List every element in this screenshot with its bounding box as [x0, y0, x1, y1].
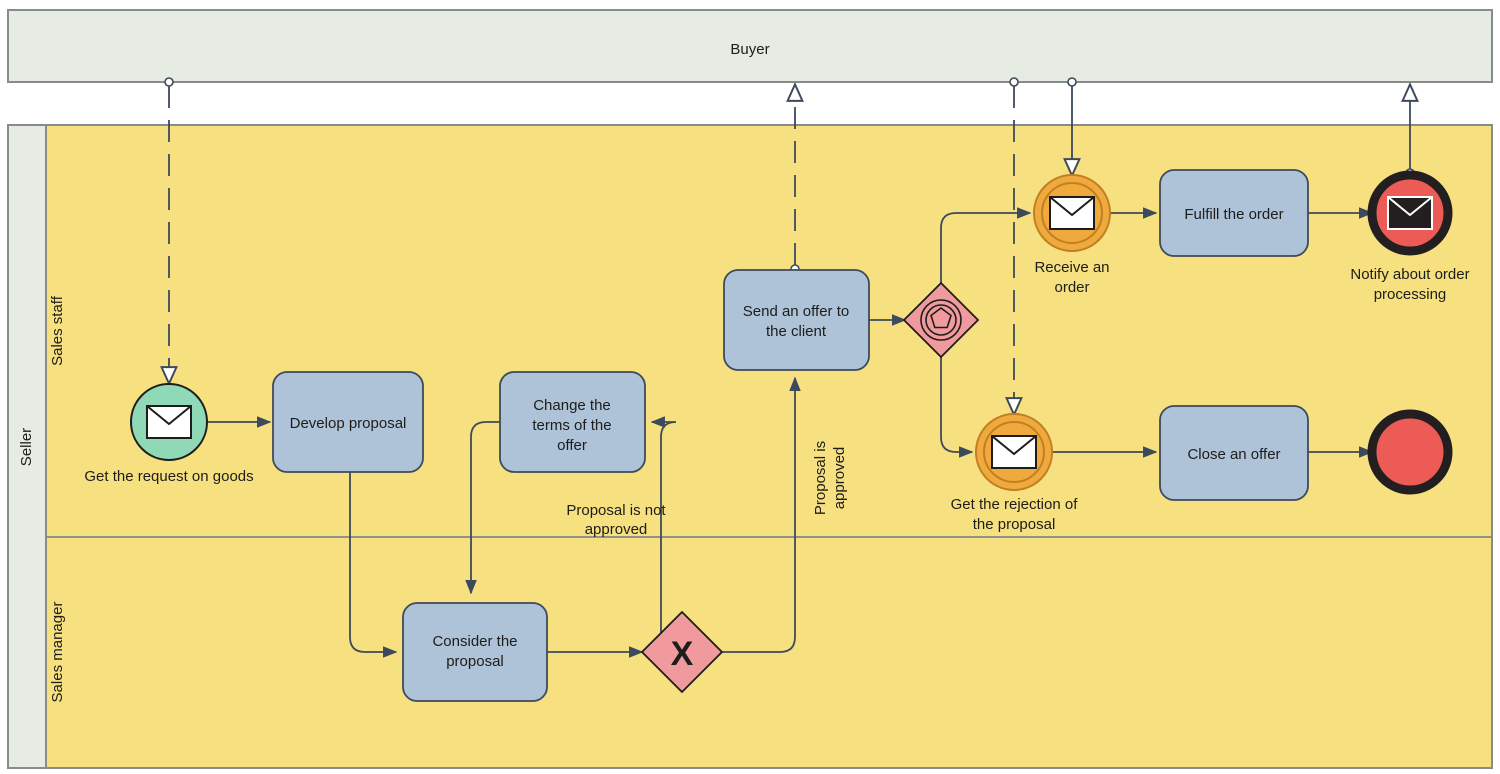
exclusive-x-icon: X [671, 635, 694, 673]
event-end-terminate[interactable] [1367, 409, 1453, 495]
flow-event-gateway-to-receive-order[interactable] [940, 207, 1032, 283]
sequence-flows [207, 207, 1374, 658]
task-label: Develop proposal [290, 415, 407, 432]
event-label-line-2: order [1054, 279, 1089, 296]
message-flow-order-from-buyer[interactable] [1068, 77, 1076, 174]
pool-buyer[interactable]: Buyer [7, 9, 1493, 83]
task-label-line-2: proposal [446, 653, 504, 670]
task-fulfill-order[interactable]: Fulfill the order [1159, 169, 1309, 257]
flow-label-line-2: approved [585, 521, 648, 538]
task-label-line-3: offer [557, 437, 587, 454]
event-label-line-1: Get the rejection of [951, 496, 1079, 513]
event-start-get-request[interactable]: Get the request on goods [84, 383, 254, 485]
task-close-offer[interactable]: Close an offer [1159, 405, 1309, 501]
lane-sales-manager-label: Sales manager [49, 602, 66, 703]
task-develop-proposal[interactable]: Develop proposal [272, 371, 424, 473]
task-consider-proposal[interactable]: Consider the proposal [402, 602, 548, 702]
flow-label-proposal-not-approved: Proposal is not approved [566, 502, 666, 538]
envelope-icon [991, 435, 1037, 469]
message-flow-request-to-start[interactable] [165, 77, 173, 382]
task-label-line-2: terms of the [532, 417, 611, 434]
flow-label-line-1: Proposal is not [566, 502, 666, 519]
flow-develop-to-consider[interactable] [349, 470, 398, 658]
envelope-icon [1049, 196, 1095, 230]
flow-gateway-to-send-offer[interactable] [722, 376, 801, 653]
task-label-line-1: Consider the [432, 633, 517, 650]
event-label-line-1: Receive an [1034, 259, 1109, 276]
event-get-rejection[interactable]: Get the rejection of the proposal [951, 413, 1079, 533]
task-label-line-2: the client [766, 323, 827, 340]
task-label-line-1: Change the [533, 397, 611, 414]
flow-event-gateway-to-get-rejection[interactable] [940, 357, 974, 458]
message-flow-rejection-from-buyer[interactable] [1010, 77, 1018, 413]
task-label: Fulfill the order [1184, 206, 1283, 223]
event-label-line-1: Notify about order [1350, 266, 1469, 283]
task-send-offer[interactable]: Send an offer to the client [723, 269, 870, 371]
flow-change-terms-to-consider[interactable] [465, 421, 500, 595]
flow-label-line-2: approved [831, 447, 848, 510]
event-receive-order[interactable]: Receive an order [1033, 174, 1111, 296]
envelope-icon [1387, 196, 1433, 230]
event-label-line-2: the proposal [973, 516, 1056, 533]
lane-sales-manager[interactable]: Sales manager [45, 536, 1493, 769]
gateway-event-based[interactable] [902, 281, 980, 359]
pool-seller-label: Seller [18, 428, 35, 466]
event-end-notify[interactable]: Notify about order processing [1350, 170, 1470, 303]
lane-sales-staff-label: Sales staff [49, 295, 66, 366]
task-label-line-1: Send an offer to [743, 303, 849, 320]
flow-label-line-1: Proposal is [812, 441, 829, 515]
pool-buyer-label: Buyer [730, 41, 769, 58]
task-change-terms[interactable]: Change the terms of the offer [499, 371, 646, 473]
event-label-line-2: processing [1374, 286, 1447, 303]
flow-label-proposal-approved: Proposal is approved [812, 441, 848, 515]
task-label: Close an offer [1187, 446, 1280, 463]
pentagon-icon [930, 307, 952, 329]
event-label: Get the request on goods [84, 468, 253, 485]
envelope-icon [146, 405, 192, 439]
gateway-exclusive[interactable]: X [640, 610, 724, 694]
